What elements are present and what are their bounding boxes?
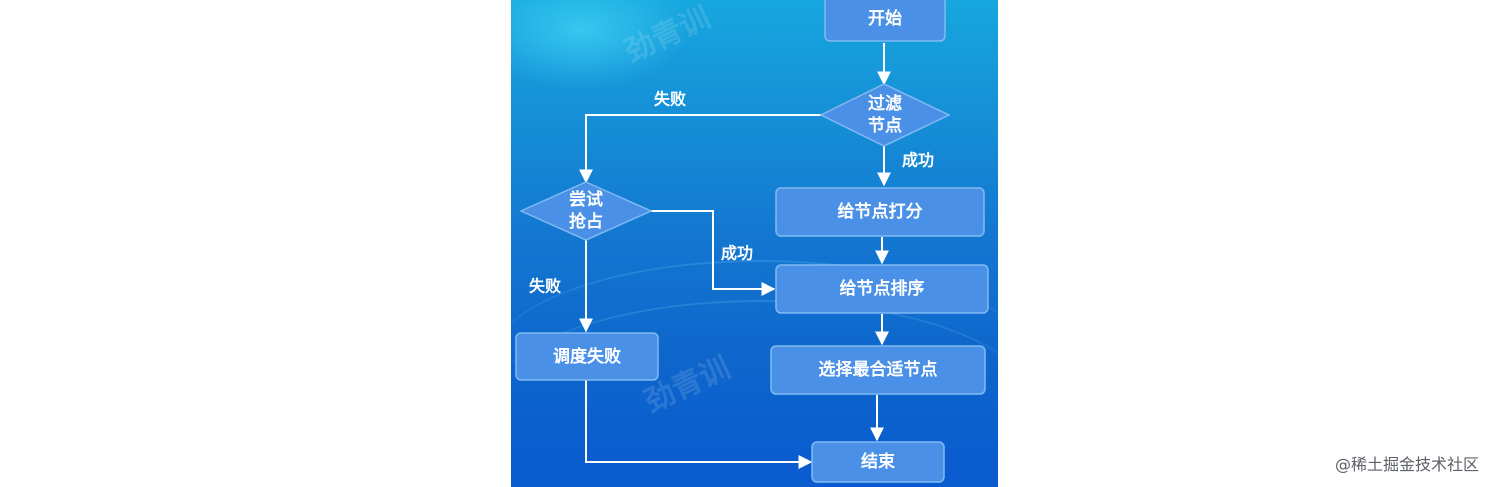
node-start bbox=[824, 0, 946, 42]
flowchart-canvas: 劲青训 劲青训 bbox=[511, 0, 998, 487]
node-end-label: 结束 bbox=[861, 451, 895, 472]
node-sched-fail-label: 调度失败 bbox=[553, 346, 621, 367]
node-end bbox=[811, 441, 945, 483]
node-filter-label-line2: 节点 bbox=[868, 115, 902, 136]
node-preempt-label-line1: 尝试 bbox=[569, 189, 603, 210]
edge-fail-to-end bbox=[585, 380, 813, 469]
edge-preempt-to-sort bbox=[651, 210, 776, 296]
node-sched-fail bbox=[515, 332, 659, 381]
node-sort-label: 给节点排序 bbox=[840, 278, 925, 299]
background-wave bbox=[511, 300, 998, 487]
edge-label-preempt-success: 成功 bbox=[721, 244, 753, 263]
edge-label-filter-fail: 失败 bbox=[654, 90, 686, 109]
background-glow bbox=[511, 0, 691, 90]
node-filter-decision bbox=[819, 83, 951, 147]
node-select-label: 选择最合适节点 bbox=[819, 359, 938, 380]
node-start-label: 开始 bbox=[868, 8, 902, 29]
edge-filter-to-preempt bbox=[579, 114, 821, 184]
edge-label-filter-success: 成功 bbox=[902, 151, 934, 170]
node-preempt-label-line2: 抢占 bbox=[569, 211, 603, 232]
node-score-label: 给节点打分 bbox=[838, 201, 923, 222]
node-select bbox=[770, 345, 986, 395]
node-sort bbox=[775, 264, 989, 314]
edge-label-preempt-fail: 失败 bbox=[529, 277, 561, 296]
background-wave bbox=[511, 260, 998, 462]
node-score bbox=[775, 187, 985, 237]
node-preempt-decision bbox=[519, 181, 653, 241]
node-filter-label-line1: 过滤 bbox=[868, 93, 902, 114]
source-watermark: @稀土掘金技术社区 bbox=[1335, 455, 1480, 474]
flowchart: 开始 过滤 节点 尝试 抢占 给节点打分 给节点排序 选择最合适节点 调度失败 … bbox=[515, 0, 989, 483]
